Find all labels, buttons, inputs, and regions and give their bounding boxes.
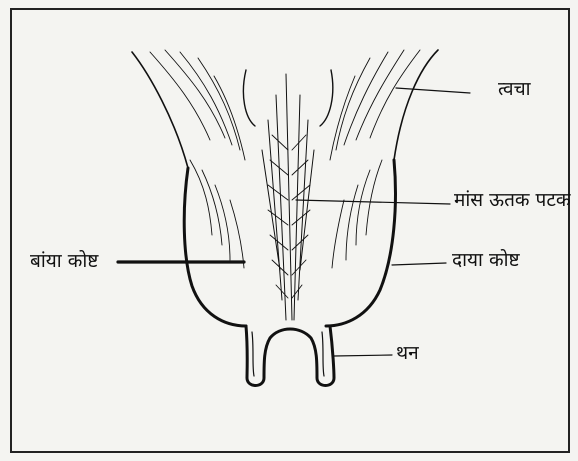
leader-skin (396, 88, 470, 93)
left-teat (246, 326, 334, 386)
left-outer-wall (184, 168, 246, 326)
label-skin: त्वचा (498, 80, 531, 99)
label-left-chamber: बांया कोष्ट (30, 252, 98, 271)
label-teat: थन (396, 344, 419, 363)
leader-teat (334, 355, 392, 356)
label-septum: मांस ऊतक पटक (454, 191, 571, 210)
leader-right-chamber (392, 263, 446, 265)
label-right-chamber: दाया कोष्ट (452, 251, 520, 270)
right-outer-wall (326, 160, 395, 326)
leader-septum (296, 200, 450, 204)
